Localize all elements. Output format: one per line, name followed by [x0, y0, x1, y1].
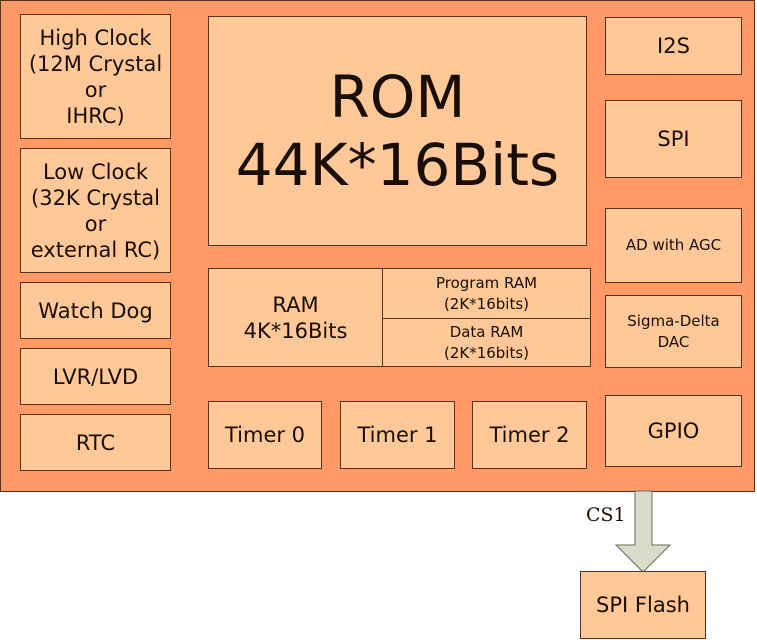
timer-0-block: Timer 0: [208, 401, 322, 469]
spi-block: SPI: [605, 100, 742, 178]
timer-1-block: Timer 1: [340, 401, 455, 469]
program-ram-block: Program RAM (2K*16bits): [382, 268, 591, 319]
watch-dog-block: Watch Dog: [20, 282, 171, 339]
spi-flash-block: SPI Flash: [580, 571, 706, 639]
sigma-delta-dac-block: Sigma-Delta DAC: [605, 295, 742, 368]
lvr-lvd-block: LVR/LVD: [20, 348, 171, 405]
high-clock-block: High Clock (12M Crystal or IHRC): [20, 14, 171, 139]
gpio-block: GPIO: [605, 395, 742, 467]
timer-2-block: Timer 2: [472, 401, 587, 469]
cs1-label: CS1: [586, 504, 626, 526]
low-clock-block: Low Clock (32K Crystal or external RC): [20, 148, 171, 273]
ram-block: RAM 4K*16Bits: [208, 268, 383, 367]
rtc-block: RTC: [20, 414, 171, 471]
data-ram-block: Data RAM (2K*16bits): [382, 318, 591, 367]
rom-block: ROM 44K*16Bits: [208, 16, 587, 246]
ad-agc-block: AD with AGC: [605, 208, 742, 283]
i2s-block: I2S: [605, 17, 742, 75]
